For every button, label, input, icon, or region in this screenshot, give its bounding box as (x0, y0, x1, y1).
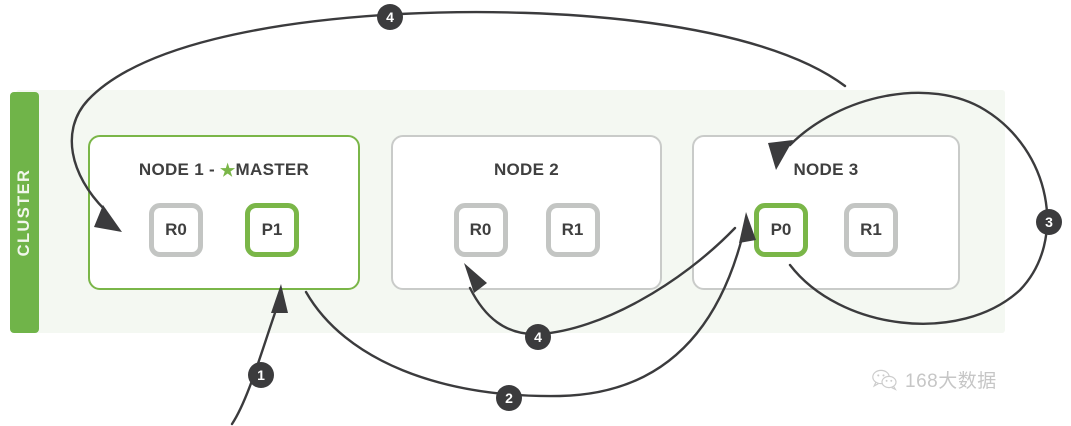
node-title-node-1: NODE 1 - ★MASTER (90, 160, 358, 180)
watermark: 168大数据 (872, 366, 997, 393)
cluster-bar: CLUSTER (10, 92, 39, 333)
node-title-prefix: NODE 1 - (138, 160, 220, 179)
cluster-label: CLUSTER (15, 168, 33, 257)
node-title-suffix: MASTER (235, 160, 310, 179)
step-badge-4-top: 4 (377, 4, 403, 30)
shard-row-node-3: P0 R1 (694, 203, 958, 257)
shard-r1-node-2[interactable]: R1 (545, 203, 600, 257)
node-title-prefix: NODE 2 (493, 160, 560, 179)
node-box-node-3[interactable]: NODE 3 P0 R1 (692, 135, 960, 290)
shard-p1-node-1[interactable]: P1 (245, 203, 299, 257)
watermark-text: 168大数据 (905, 371, 997, 392)
master-star-icon: ★ (219, 161, 236, 180)
node-title-node-3: NODE 3 (694, 160, 958, 180)
node-box-node-1[interactable]: NODE 1 - ★MASTER R0 P1 (88, 135, 360, 290)
shard-r1-node-3[interactable]: R1 (844, 203, 898, 257)
shard-row-node-2: R0 R1 (393, 203, 660, 257)
node-title-prefix: NODE 3 (793, 160, 859, 179)
shard-r0-node-2[interactable]: R0 (453, 203, 508, 257)
step-badge-3: 3 (1036, 209, 1062, 235)
step-badge-2: 2 (496, 385, 522, 411)
step-badge-4-middle: 4 (525, 324, 551, 350)
wechat-icon (872, 369, 897, 391)
shard-r0-node-1[interactable]: R0 (149, 203, 203, 257)
shard-row-node-1: R0 P1 (90, 203, 358, 257)
step-badge-1: 1 (248, 362, 274, 388)
shard-p0-node-3[interactable]: P0 (754, 203, 808, 257)
node-title-node-2: NODE 2 (393, 160, 660, 180)
node-box-node-2[interactable]: NODE 2 R0 R1 (391, 135, 662, 290)
